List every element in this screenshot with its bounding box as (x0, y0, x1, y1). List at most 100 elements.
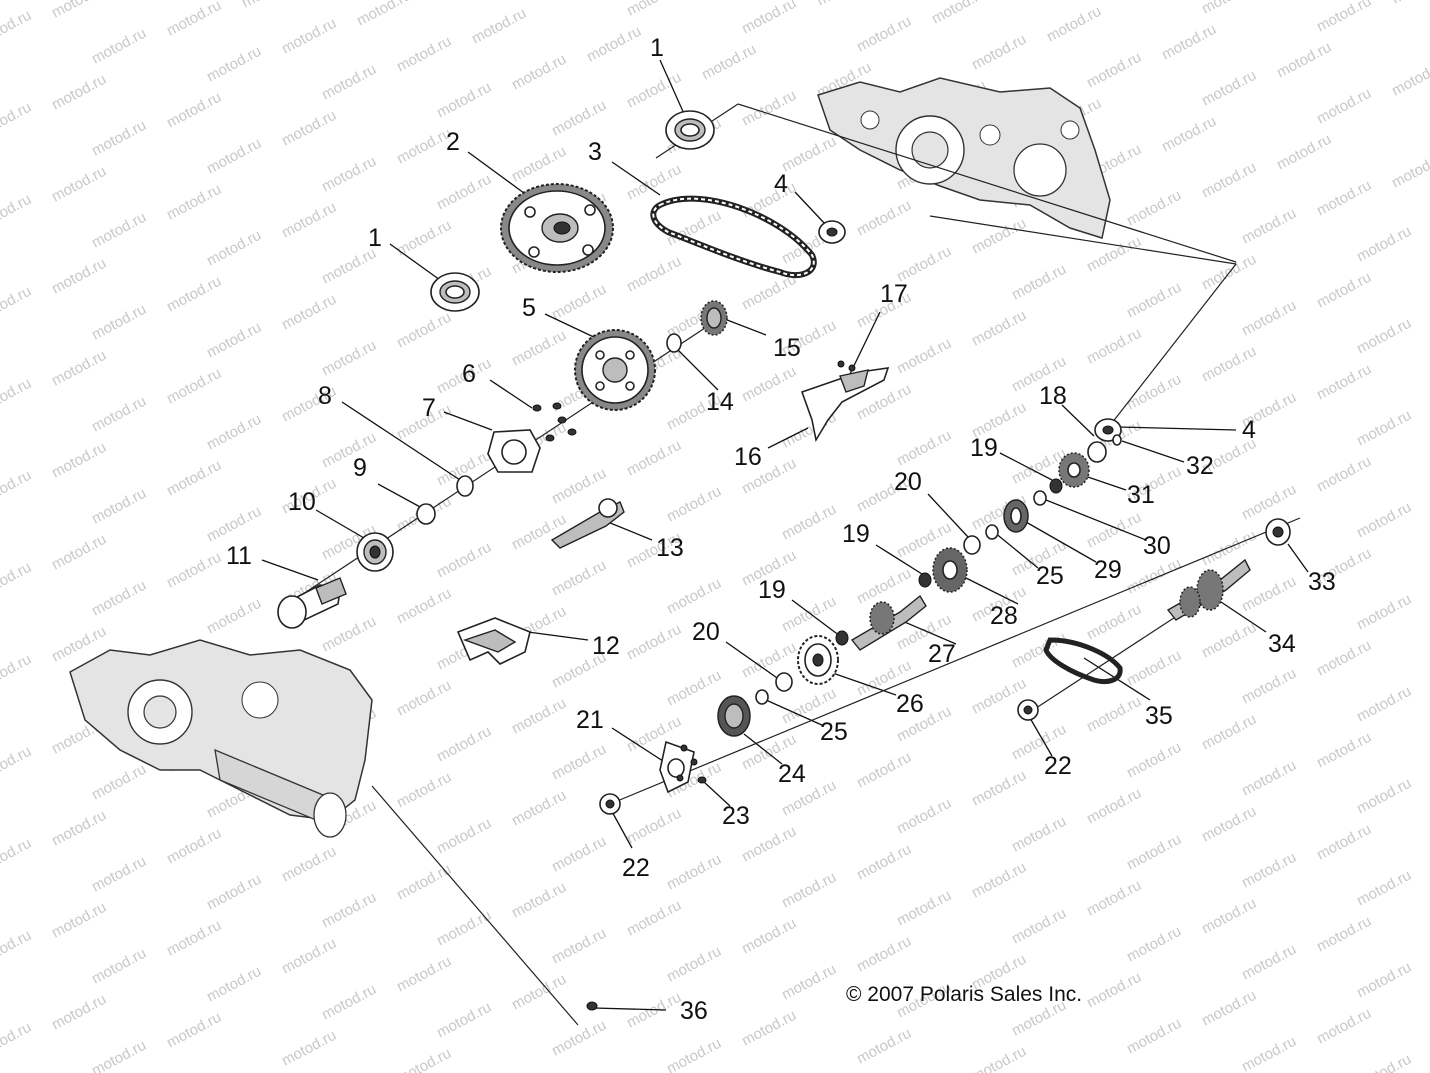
watermark-text: motod.ru (1239, 941, 1299, 984)
watermark-text: motod.ru (204, 871, 264, 914)
watermark-text: motod.ru (1009, 813, 1069, 856)
watermark-text: motod.ru (1354, 867, 1414, 910)
watermark-text: motod.ru (394, 585, 454, 628)
watermark-text: motod.ru (49, 531, 109, 574)
watermark-text: motod.ru (89, 301, 149, 344)
watermark-text: motod.ru (509, 327, 569, 370)
watermark-text: motod.ru (1239, 573, 1299, 616)
watermark-text: motod.ru (739, 1007, 799, 1050)
watermark-text: motod.ru (549, 1017, 609, 1060)
watermark-text: motod.ru (394, 677, 454, 720)
hub-part-24 (717, 695, 751, 737)
watermark-text: motod.ru (49, 807, 109, 850)
bearing-part-18 (1087, 441, 1107, 463)
watermark-text: motod.ru (164, 1009, 224, 1052)
bearing-part-22-b (599, 793, 621, 815)
watermark-text: motod.ru (89, 117, 149, 160)
watermark-text: motod.ru (89, 853, 149, 896)
watermark-text: motod.ru (1314, 85, 1374, 128)
seal-part-1-upper (665, 110, 715, 150)
callout-27: 27 (928, 640, 956, 668)
callout-15: 15 (773, 334, 801, 362)
watermark-text: motod.ru (779, 869, 839, 912)
watermark-text: motod.ru (1354, 407, 1414, 450)
watermark-text: motod.ru (699, 41, 759, 84)
watermark-text: motod.ru (89, 393, 149, 436)
callout-32: 32 (1186, 452, 1214, 480)
watermark-text: motod.ru (1239, 1033, 1299, 1073)
bolts-part-6 (532, 402, 577, 442)
watermark-text: motod.ru (164, 89, 224, 132)
watermark-text: motod.ru (164, 917, 224, 960)
watermark-text: motod.ru (549, 833, 609, 876)
watermark-text: motod.ru (0, 375, 34, 418)
callout-16: 16 (734, 443, 762, 471)
watermark-text: motod.ru (509, 0, 569, 2)
copyright-notice: © 2007 Polaris Sales Inc. (846, 983, 1083, 1006)
watermark-text: motod.ru (164, 457, 224, 500)
ring-part-20-a (963, 535, 981, 555)
watermark-text: motod.ru (854, 933, 914, 976)
watermark-text: motod.ru (894, 427, 954, 470)
watermark-text: motod.ru (854, 749, 914, 792)
watermark-text: motod.ru (1239, 481, 1299, 524)
callout-12: 12 (592, 632, 620, 660)
watermark-text: motod.ru (1239, 849, 1299, 892)
washer-part-30 (1033, 490, 1047, 506)
watermark-text: motod.ru (894, 887, 954, 930)
callout-17: 17 (880, 280, 908, 308)
watermark-text: motod.ru (89, 577, 149, 620)
callout-18: 18 (1039, 382, 1067, 410)
callout-numbers: 1 2 3 4 1 5 15 17 6 14 8 7 16 18 4 19 32… (226, 34, 1336, 1025)
watermark-text: motod.ru (1084, 785, 1144, 828)
watermark-text: motod.ru (0, 283, 34, 326)
watermark-text: motod.ru (1354, 223, 1414, 266)
watermark-text: motod.ru (164, 273, 224, 316)
gear-part-29 (1003, 499, 1029, 533)
watermark-text: motod.ru (1199, 803, 1259, 846)
callout-10: 10 (288, 488, 316, 516)
ring-part-19-b (918, 572, 932, 588)
parts (277, 110, 1291, 1011)
ring-part-20-b (775, 672, 793, 692)
watermark-text: motod.ru (1199, 987, 1259, 1030)
watermark-text: motod.ru (854, 197, 914, 240)
watermark-text: motod.ru (319, 61, 379, 104)
plate-part-7 (487, 429, 541, 473)
callout-7: 7 (422, 394, 436, 422)
callout-8: 8 (318, 382, 332, 410)
watermark-text: motod.ru (1354, 499, 1414, 542)
watermark-text: motod.ru (1239, 297, 1299, 340)
watermark-text: motod.ru (1354, 959, 1414, 1002)
watermark-text: motod.ru (319, 337, 379, 380)
watermark-text: motod.ru (0, 559, 34, 602)
watermark-text: motod.ru (279, 935, 339, 978)
watermark-text: motod.ru (1084, 601, 1144, 644)
bracket-part-16-17 (800, 360, 890, 443)
watermark-text: motod.ru (779, 133, 839, 176)
watermark-text: motod.ru (49, 163, 109, 206)
callout-11: 11 (226, 542, 252, 570)
shaft-part-11 (277, 577, 347, 629)
watermark-text: motod.ru (1314, 269, 1374, 312)
watermark-text: motod.ru (739, 363, 799, 406)
watermark-text: motod.ru (1354, 315, 1414, 358)
ring-part-19-c (835, 630, 849, 646)
watermark-text: motod.ru (664, 943, 724, 986)
watermark-text: motod.ru (354, 0, 414, 30)
callout-3: 3 (588, 138, 602, 166)
watermark-text: motod.ru (1314, 177, 1374, 220)
watermark-text: motod.ru (664, 1035, 724, 1073)
watermark-text: motod.ru (1199, 0, 1259, 18)
watermark-text: motod.ru (89, 761, 149, 804)
watermark-text: motod.ru (89, 25, 149, 68)
callout-1: 1 (650, 34, 664, 62)
bearing-part-10 (356, 532, 394, 572)
gear-part-28 (932, 547, 968, 593)
watermark-text: motod.ru (1314, 913, 1374, 956)
watermark-text: motod.ru (1124, 371, 1184, 414)
watermark-text: motod.ru (624, 69, 684, 112)
watermark-text: motod.ru (204, 503, 264, 546)
watermark-text: motod.ru (509, 143, 569, 186)
watermark-text: motod.ru (549, 925, 609, 968)
